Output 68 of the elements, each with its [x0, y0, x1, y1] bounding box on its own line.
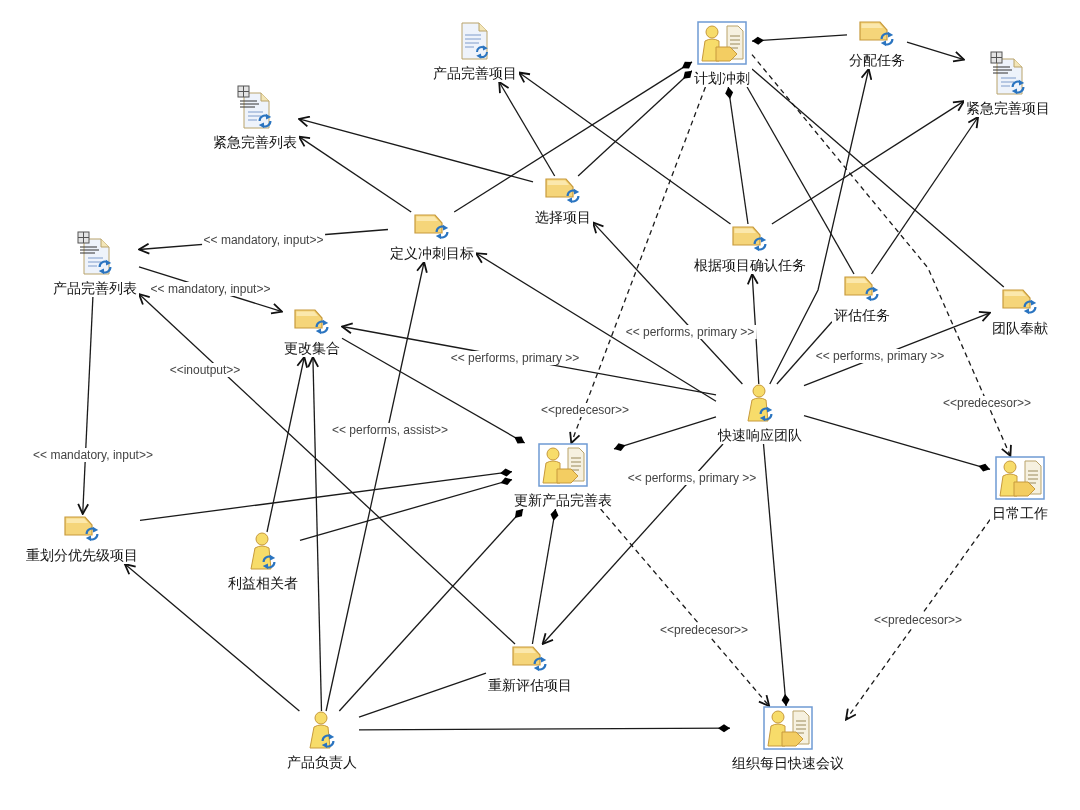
diamond-connector: [531, 508, 559, 645]
node-label: 分配任务: [847, 51, 907, 69]
arrow: [541, 443, 724, 645]
node-label: 选择项目: [533, 208, 593, 226]
diamond-connector: [762, 443, 790, 707]
diamond-connector: [338, 508, 524, 712]
connector-line: [358, 672, 487, 718]
edge-label: << performs, primary >>: [448, 351, 582, 365]
node-label: 利益相关者: [226, 574, 300, 592]
edge-label: <<inoutput>>: [167, 363, 243, 377]
connector-line: [746, 86, 855, 275]
dashed-arrow: [569, 86, 707, 444]
node-label: 产品负责人: [285, 753, 359, 771]
connector-line: [776, 321, 833, 385]
node-label: 定义冲刺目标: [388, 244, 476, 262]
node-label: 计划冲刺: [692, 69, 752, 87]
edge-label: << mandatory, input>>: [201, 232, 326, 247]
arrow: [870, 116, 979, 275]
node-label: 评估任务: [832, 306, 892, 324]
node-label: 日常工作: [990, 504, 1050, 522]
edge-label: << performs, assist>>: [329, 423, 451, 437]
diamond-connector: [341, 337, 526, 444]
node-label: 根据项目确认任务: [692, 256, 808, 274]
arrow: [77, 296, 94, 515]
edge-label: <<predecesor>>: [871, 612, 965, 627]
edge-label: <<predecesor>>: [657, 623, 751, 637]
edge-label: << performs, primary >>: [813, 349, 947, 363]
edge-label: <<predecesor>>: [538, 403, 632, 417]
arrow: [138, 293, 516, 645]
diamond-connector: [803, 415, 991, 472]
arrow: [307, 356, 323, 712]
arrow: [769, 68, 873, 385]
connector-line: [751, 68, 1005, 288]
arrow: [123, 563, 301, 712]
node-label: 产品完善列表: [51, 279, 139, 297]
diamond-connector: [139, 468, 513, 522]
diamond-connector: [577, 70, 693, 177]
dashed-arrow: [599, 508, 771, 707]
node-label: 更改集合: [282, 339, 342, 357]
node-label: 紧急完善列表: [211, 133, 299, 151]
arrow: [771, 100, 965, 225]
dashed-arrow: [751, 53, 1012, 457]
node-label: 更新产品完善表: [512, 491, 614, 509]
diamond-connector: [751, 34, 848, 45]
diamond-connector: [358, 724, 731, 733]
arrow: [592, 221, 744, 385]
arrow: [298, 115, 534, 183]
edge-label: << performs, primary >>: [625, 471, 759, 485]
arrow: [298, 135, 412, 213]
node-label: 组织每日快速会议: [730, 754, 846, 772]
node-label: 团队奉献: [990, 319, 1050, 337]
dashed-arrow: [845, 519, 991, 721]
arrow: [906, 41, 965, 63]
diamond-connector: [453, 61, 693, 213]
edge-label: <<predecesor>>: [940, 396, 1034, 410]
arrow: [325, 261, 428, 712]
edge-label: << mandatory, input>>: [31, 448, 155, 462]
arrow: [266, 356, 308, 533]
arrow: [518, 71, 732, 225]
diamond-connector: [725, 86, 749, 225]
arrow: [498, 81, 556, 177]
arrow: [475, 252, 717, 402]
node-label: 产品完善项目: [431, 64, 519, 82]
node-label: 快速响应团队: [716, 426, 804, 444]
edge-label: << mandatory, input>>: [148, 282, 273, 297]
edge-label: << performs, primary >>: [623, 325, 757, 339]
diamond-connector: [613, 416, 717, 451]
diamond-connector: [299, 477, 513, 542]
